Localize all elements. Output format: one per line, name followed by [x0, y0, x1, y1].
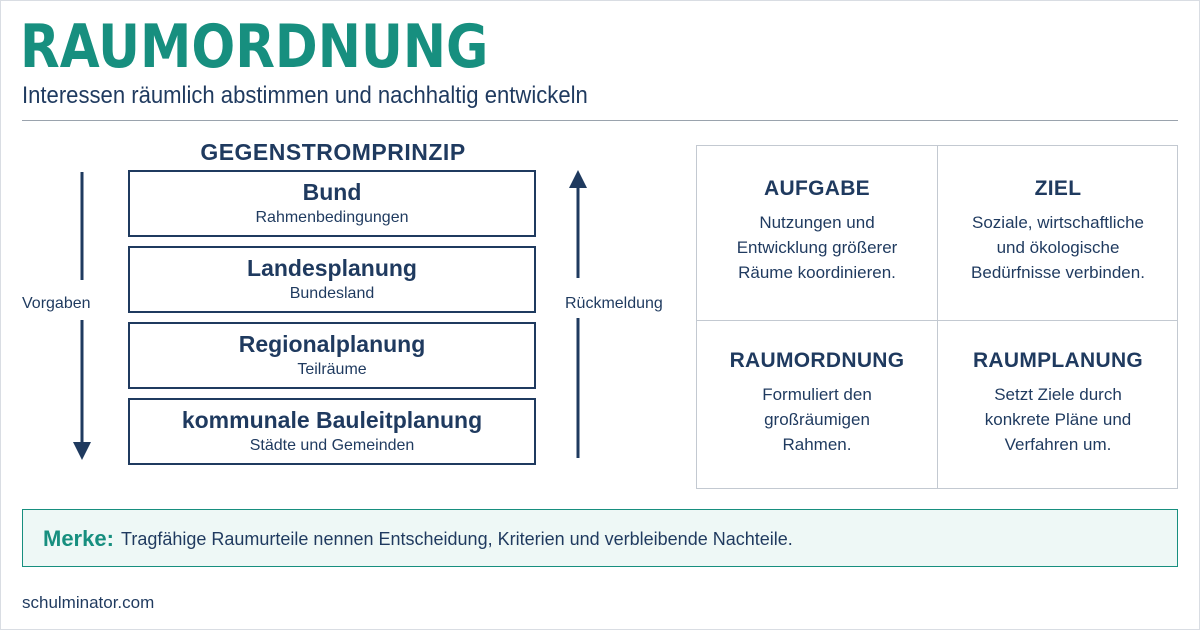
- cell-line: Räume koordinieren.: [738, 263, 896, 282]
- merke-box: Merke: Tragfähige Raumurteile nennen Ent…: [22, 509, 1178, 567]
- cell-text: Nutzungen und Entwicklung größerer Räume…: [711, 210, 923, 285]
- cell-text: Formuliert den großräumigen Rahmen.: [711, 382, 923, 457]
- arrow-down-icon: [73, 172, 91, 460]
- cell-raumordnung: RAUMORDNUNG Formuliert den großräumigen …: [697, 348, 937, 457]
- cell-title: AUFGABE: [764, 177, 870, 200]
- cell-title: RAUMPLANUNG: [972, 349, 1144, 372]
- grid-divider: [697, 320, 1177, 321]
- info-grid: AUFGABE Nutzungen und Entwicklung größer…: [696, 145, 1178, 489]
- cell-line: großräumigen: [764, 410, 870, 429]
- level-box-bund: Bund Rahmenbedingungen: [128, 170, 536, 237]
- cell-ziel: ZIEL Soziale, wirtschaftliche und ökolog…: [938, 176, 1178, 285]
- level-box-regionalplanung: Regionalplanung Teilräume: [128, 322, 536, 389]
- level-desc: Rahmenbedingungen: [255, 209, 409, 226]
- level-box-landesplanung: Landesplanung Bundesland: [128, 246, 536, 313]
- cell-line: Rahmen.: [782, 435, 852, 454]
- cell-title: ZIEL: [1034, 177, 1082, 200]
- cell-aufgabe: AUFGABE Nutzungen und Entwicklung größer…: [697, 176, 937, 285]
- rueckmeldung-label: Rückmeldung: [565, 295, 663, 312]
- level-name: Landesplanung: [247, 255, 417, 281]
- level-box-kommunal: kommunale Bauleitplanung Städte und Geme…: [128, 398, 536, 465]
- merke-text: Tragfähige Raumurteile nennen Entscheidu…: [121, 529, 793, 549]
- cell-line: und ökologische: [996, 238, 1120, 257]
- merke-label: Merke:: [43, 526, 114, 551]
- cell-title: RAUMORDNUNG: [729, 349, 905, 372]
- header-divider: [22, 120, 1178, 121]
- cell-line: Entwicklung größerer: [736, 238, 898, 257]
- cell-line: Verfahren um.: [1004, 435, 1112, 454]
- arrow-up-icon: [569, 170, 587, 458]
- cell-line: konkrete Pläne und: [984, 410, 1132, 429]
- cell-line: Setzt Ziele durch: [994, 385, 1122, 404]
- level-desc: Teilräume: [297, 361, 367, 378]
- grid-divider: [937, 146, 938, 488]
- level-name: Regionalplanung: [238, 331, 426, 357]
- cell-line: Bedürfnisse verbinden.: [971, 263, 1145, 282]
- cell-text: Soziale, wirtschaftliche und ökologische…: [952, 210, 1164, 285]
- gegenstrom-heading: GEGENSTROMPRINZIP: [200, 139, 466, 165]
- cell-line: Soziale, wirtschaftliche: [972, 213, 1144, 232]
- level-desc: Städte und Gemeinden: [249, 437, 415, 454]
- cell-raumplanung: RAUMPLANUNG Setzt Ziele durch konkrete P…: [938, 348, 1178, 457]
- footer-site: schulminator.com: [22, 593, 155, 612]
- vorgaben-label: Vorgaben: [22, 295, 91, 312]
- page-title: RAUMORDNUNG: [20, 12, 489, 82]
- cell-text: Setzt Ziele durch konkrete Pläne und Ver…: [952, 382, 1164, 457]
- level-desc: Bundesland: [289, 285, 375, 302]
- cell-line: Formuliert den: [762, 385, 872, 404]
- page-subtitle: Interessen räumlich abstimmen und nachha…: [22, 82, 588, 109]
- cell-line: Nutzungen und: [759, 213, 875, 232]
- level-name: kommunale Bauleitplanung: [181, 407, 483, 433]
- level-name: Bund: [302, 179, 362, 205]
